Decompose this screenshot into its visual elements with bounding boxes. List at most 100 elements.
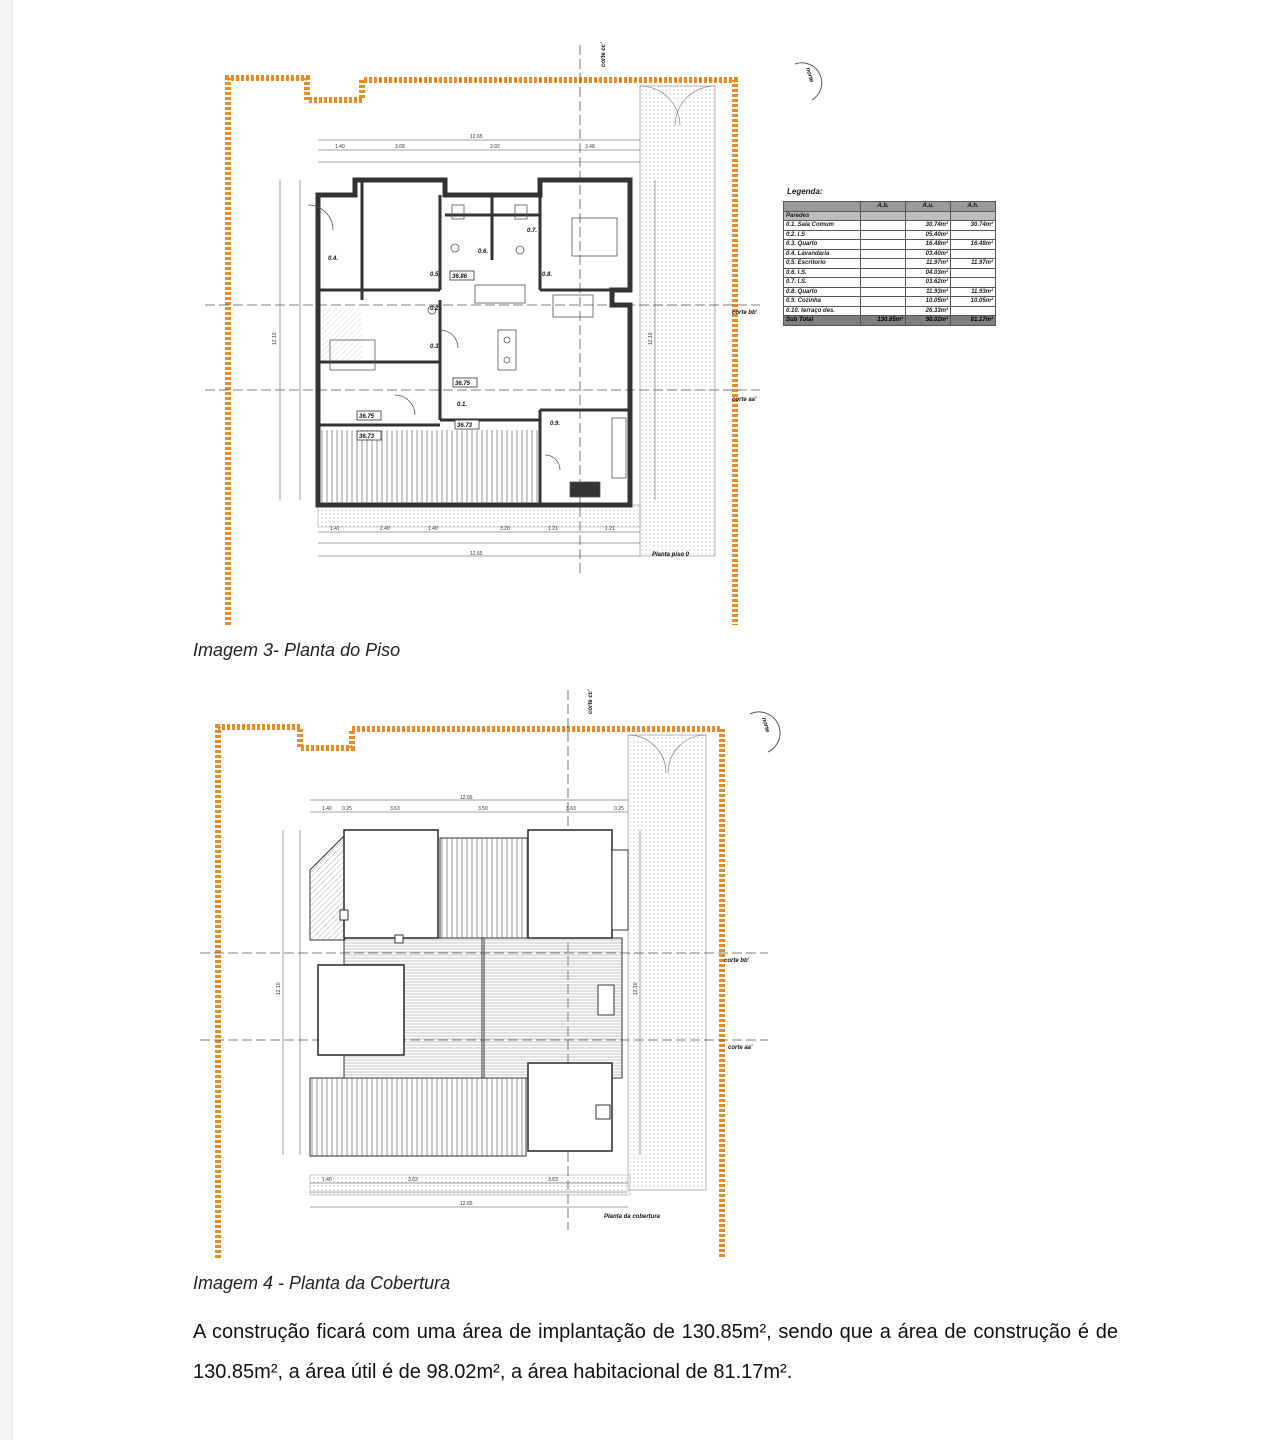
legend-header-row: A.b. A.u. A.h. xyxy=(783,201,996,212)
dim-top: 0.25 xyxy=(614,806,624,812)
dim-total-width: 12.65 xyxy=(460,795,473,801)
dim-bottom: 1.40 xyxy=(322,1177,332,1183)
legend-cell-ah: 81.17m² xyxy=(950,315,996,326)
dim-bottom: 1.41 xyxy=(330,526,340,532)
dim-left-total: 12.10 xyxy=(272,332,278,345)
dim-bottom: 1.21 xyxy=(548,526,558,532)
room-label: 0.4. xyxy=(328,256,338,262)
legend-cell-ah xyxy=(950,229,996,240)
legend-cell-au xyxy=(905,210,951,221)
legend-cell-au: 05.40m² xyxy=(905,229,951,240)
side-garden xyxy=(639,85,716,557)
section-bb-label: corte bb' xyxy=(724,958,750,964)
section-cc-label: corte cc' xyxy=(601,42,607,67)
legend-cell-ah: 11.97m² xyxy=(950,258,996,269)
terrace-hatch xyxy=(320,430,538,503)
property-boundary xyxy=(215,724,725,1258)
legend-header: A.h. xyxy=(950,201,996,212)
legend-cell-name: 0.2. I.S xyxy=(783,229,861,240)
legend-cell-ah: 16.48m² xyxy=(950,239,996,250)
section-aa-label: corte aa' xyxy=(732,397,757,403)
legend-cell-au: 26.33m² xyxy=(905,305,951,316)
roof-plan-caption: Imagem 4 - Planta da Cobertura xyxy=(193,1273,451,1293)
room-label: 0.7. xyxy=(527,228,537,234)
legend-cell-name: 0.9. Cozinha xyxy=(783,296,861,307)
legend-cell-ah: 30.74m² xyxy=(950,220,996,231)
area-summary-paragraph: A construção ficará com uma área de impl… xyxy=(193,1321,1118,1383)
legend-cell-ah xyxy=(950,305,996,316)
room-label: 0.9. xyxy=(550,421,560,427)
legend-cell-au: 10.05m² xyxy=(905,296,951,307)
section-bb-label: corte bb' xyxy=(732,310,758,316)
dim-top: 3.68 xyxy=(395,144,405,150)
room-label: 0.2. xyxy=(430,306,440,312)
legend-cell-ab xyxy=(860,267,906,278)
legend-cell-ab xyxy=(860,220,906,231)
legend-cell-name: Paredes xyxy=(783,210,861,221)
legend-cell-ah xyxy=(950,267,996,278)
dim-top: 0.25 xyxy=(342,806,352,812)
roof-plan: norte corte cc' corte bb' corte aa' 12.6… xyxy=(200,689,781,1258)
roof-plan-title: Planta da cobertura xyxy=(604,1214,661,1220)
floor-plan-caption: Imagem 3- Planta do Piso xyxy=(193,640,401,660)
level-mark: 36.73 xyxy=(457,423,473,429)
legend-row: 0.7. I.S.03.62m² xyxy=(783,277,996,288)
dim-top: 3.48 xyxy=(585,144,595,150)
dim-top: 3.63 xyxy=(566,806,576,812)
section-cc-label: corte cc' xyxy=(588,689,594,714)
legend-cell-name: 0.1. Sala Comum xyxy=(783,220,861,231)
dim-top: 3.50 xyxy=(478,806,488,812)
roof-volumes xyxy=(309,829,629,1157)
page-edge xyxy=(0,0,13,1440)
section-aa-label: corte aa' xyxy=(728,1045,753,1051)
dim-bottom: 2.40 xyxy=(380,526,390,532)
legend-cell-name: 0.10. terraço des. xyxy=(783,305,861,316)
north-arrow: norte xyxy=(794,62,823,101)
level-mark: 36.75 xyxy=(455,381,471,387)
room-label: 0.5. xyxy=(430,272,440,278)
dim-left-total: 12.10 xyxy=(276,982,282,995)
dim-top: 1.40 xyxy=(322,806,332,812)
dim-right-total: 12.10 xyxy=(648,332,654,345)
legend-title: Legenda: xyxy=(787,187,823,196)
level-mark: 36.86 xyxy=(452,274,468,280)
legend-cell-ab xyxy=(860,248,906,259)
dim-bottom: 3.20 xyxy=(500,526,510,532)
legend-row: Paredes xyxy=(783,210,996,221)
legend-cell-ab xyxy=(860,277,906,288)
property-boundary xyxy=(225,75,738,625)
room-label: 0.3. xyxy=(430,344,440,350)
legend-cell-ah xyxy=(950,277,996,288)
dim-right-total: 12.10 xyxy=(633,982,639,995)
legend-cell-au: 11.97m² xyxy=(905,258,951,269)
legend-cell-name: 0.3. Quarto xyxy=(783,239,861,250)
level-mark: 36.73 xyxy=(359,434,375,440)
floor-plan-title: Planta piso 0 xyxy=(652,552,690,558)
legend-cell-ab xyxy=(860,258,906,269)
architectural-drawings: norte corte cc' corte bb' corte aa' 12.6… xyxy=(200,42,823,1258)
north-arrow: norte xyxy=(749,711,781,753)
legend-cell-ab xyxy=(860,229,906,240)
legend-cell-ah: 11.93m² xyxy=(950,286,996,297)
furniture xyxy=(307,204,627,498)
legend-row: 0.6. I.S.04.03m² xyxy=(783,267,996,278)
dim-total-width: 12.65 xyxy=(470,134,483,140)
legend-cell-ab xyxy=(860,296,906,307)
outer-walls xyxy=(315,177,633,508)
bottom-terrace xyxy=(317,504,641,528)
legend-cell-ah xyxy=(950,248,996,259)
level-marks: 36.75 36.73 36.75 36.73 36.86 xyxy=(356,270,480,441)
side-garden xyxy=(627,734,707,1191)
dim-top: 3.63 xyxy=(390,806,400,812)
legend-cell-au: 98.02m² xyxy=(905,315,951,326)
level-mark: 36.75 xyxy=(359,414,375,420)
legend-cell-ab xyxy=(860,239,906,250)
